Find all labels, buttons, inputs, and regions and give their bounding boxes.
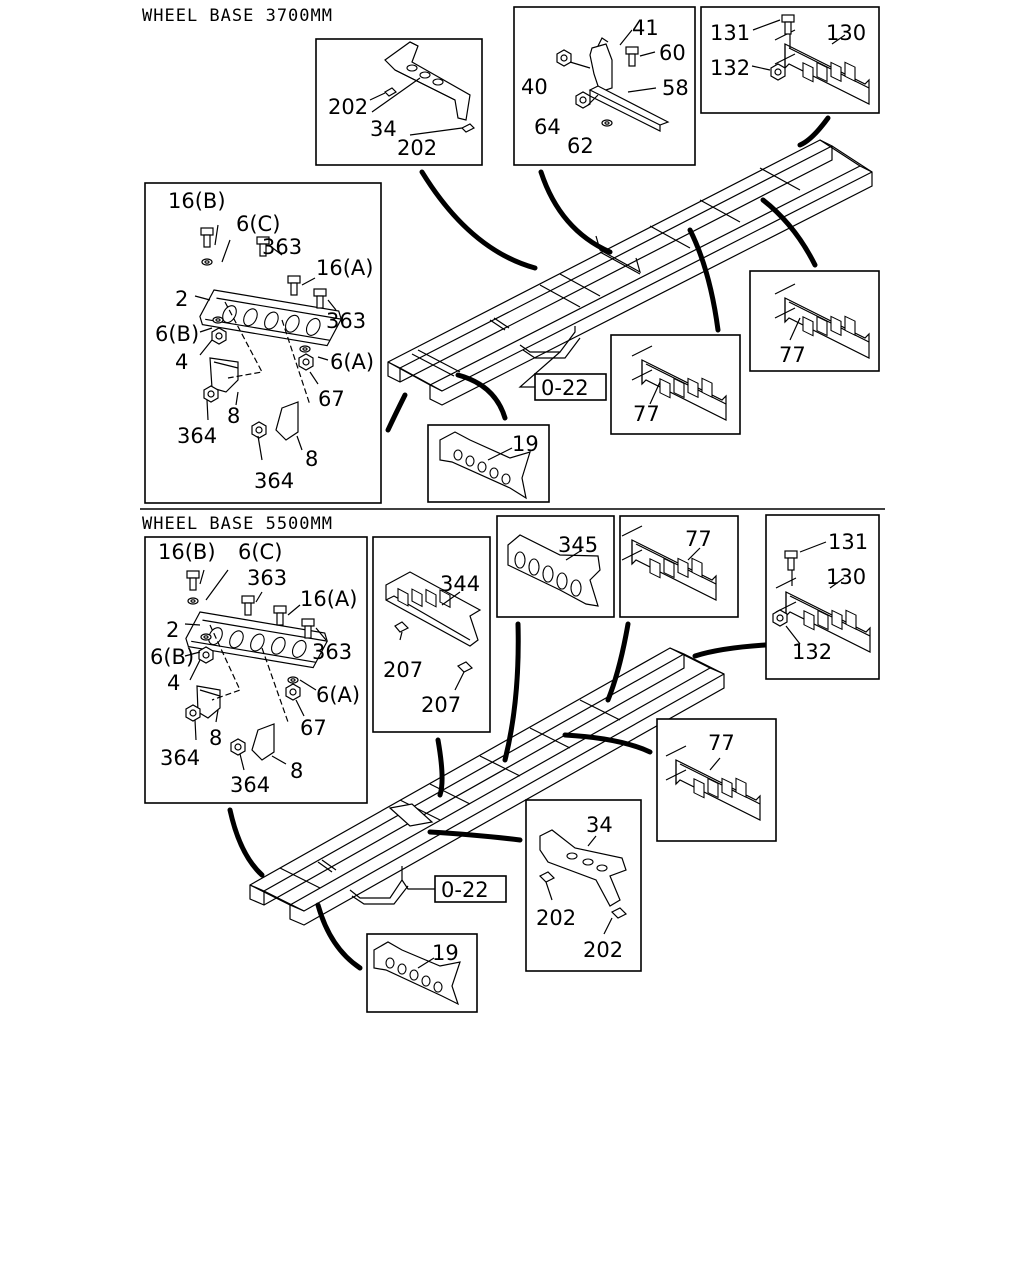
section-title: WHEEL BASE 5500MM xyxy=(142,514,333,534)
callout-16b: 16(B) xyxy=(158,540,216,564)
callout-6c: 6(C) xyxy=(236,212,280,236)
callout-363: 363 xyxy=(247,566,287,590)
callout-131: 131 xyxy=(710,21,750,45)
reference-box[interactable]: 0-22 xyxy=(401,875,507,903)
detail-box-77: 77 xyxy=(656,718,777,842)
callout-130: 130 xyxy=(826,565,866,589)
callout-202: 202 xyxy=(536,906,576,930)
chassis-frame xyxy=(387,139,873,406)
callout-64: 64 xyxy=(534,115,561,139)
detail-box-crossmember-front: 16(B) 6(C) 363 16(A) 2 363 6(B) 4 6(A) 8… xyxy=(144,536,368,804)
section-wheelbase-3700: WHEEL BASE 3700MM xyxy=(142,6,880,504)
callout-364: 364 xyxy=(230,773,270,797)
callout-2: 2 xyxy=(166,618,179,642)
callout-132: 132 xyxy=(792,640,832,664)
callout-364: 364 xyxy=(177,424,217,448)
detail-box-19: 19 xyxy=(427,424,550,503)
detail-box-crossmember-front: 16(B) 6(C) 363 16(A) 2 363 6(B) 6(A) 4 6… xyxy=(144,182,382,504)
callout-344: 344 xyxy=(440,572,480,596)
callout-6a: 6(A) xyxy=(330,350,374,374)
callout-6a: 6(A) xyxy=(316,683,360,707)
section-title: WHEEL BASE 3700MM xyxy=(142,6,333,26)
callout-77: 77 xyxy=(633,402,660,426)
callout-4: 4 xyxy=(167,671,180,695)
callout-34: 34 xyxy=(370,117,397,141)
callout-130: 130 xyxy=(826,21,866,45)
callout-8: 8 xyxy=(305,447,318,471)
callout-16a: 16(A) xyxy=(300,587,357,611)
detail-box-77: 77 xyxy=(749,270,880,372)
reference-label: 0-22 xyxy=(441,878,489,902)
callout-363: 363 xyxy=(326,309,366,333)
section-wheelbase-5500: WHEEL BASE 5500MM xyxy=(142,514,880,1013)
callout-6c: 6(C) xyxy=(238,540,282,564)
reference-label: 0-22 xyxy=(541,376,589,400)
detail-box-130: 131 130 132 xyxy=(765,514,880,680)
callout-363: 363 xyxy=(262,235,302,259)
callout-202: 202 xyxy=(583,938,623,962)
callout-363: 363 xyxy=(312,640,352,664)
detail-box-34: 202 34 202 xyxy=(315,38,483,166)
callout-62: 62 xyxy=(567,134,594,158)
callout-58: 58 xyxy=(662,76,689,100)
detail-box-77: 77 xyxy=(619,515,739,618)
callout-8: 8 xyxy=(209,726,222,750)
callout-77: 77 xyxy=(708,731,735,755)
callout-77: 77 xyxy=(779,343,806,367)
detail-box-130: 131 130 132 xyxy=(700,6,880,114)
callout-8: 8 xyxy=(227,404,240,428)
callout-19: 19 xyxy=(512,432,539,456)
callout-16a: 16(A) xyxy=(316,256,373,280)
detail-box-bracket: 41 60 40 58 64 62 xyxy=(513,6,696,166)
detail-box-19: 19 xyxy=(366,933,478,1013)
detail-box-77: 77 xyxy=(610,334,741,435)
callout-19: 19 xyxy=(432,941,459,965)
reference-box[interactable]: 0-22 xyxy=(518,351,607,401)
detail-box-34: 34 202 202 xyxy=(525,799,642,972)
callout-6b: 6(B) xyxy=(150,645,194,669)
callout-67: 67 xyxy=(318,387,345,411)
callout-207: 207 xyxy=(421,693,461,717)
callout-202: 202 xyxy=(328,95,368,119)
callout-4: 4 xyxy=(175,350,188,374)
callout-6b: 6(B) xyxy=(155,322,199,346)
callout-364: 364 xyxy=(254,469,294,493)
callout-132: 132 xyxy=(710,56,750,80)
callout-131: 131 xyxy=(828,530,868,554)
callout-2: 2 xyxy=(175,287,188,311)
callout-207: 207 xyxy=(383,658,423,682)
callout-345: 345 xyxy=(558,533,598,557)
callout-41: 41 xyxy=(632,16,659,40)
callout-67: 67 xyxy=(300,716,327,740)
detail-box-344: 344 207 207 xyxy=(372,536,491,733)
chassis-frame xyxy=(249,647,725,926)
callout-8: 8 xyxy=(290,759,303,783)
detail-box-345: 345 xyxy=(496,515,615,618)
callout-77: 77 xyxy=(685,527,712,551)
callout-40: 40 xyxy=(521,75,548,99)
callout-364: 364 xyxy=(160,746,200,770)
callout-16b: 16(B) xyxy=(168,189,226,213)
callout-34: 34 xyxy=(586,813,613,837)
callout-202: 202 xyxy=(397,136,437,160)
callout-60: 60 xyxy=(659,41,686,65)
